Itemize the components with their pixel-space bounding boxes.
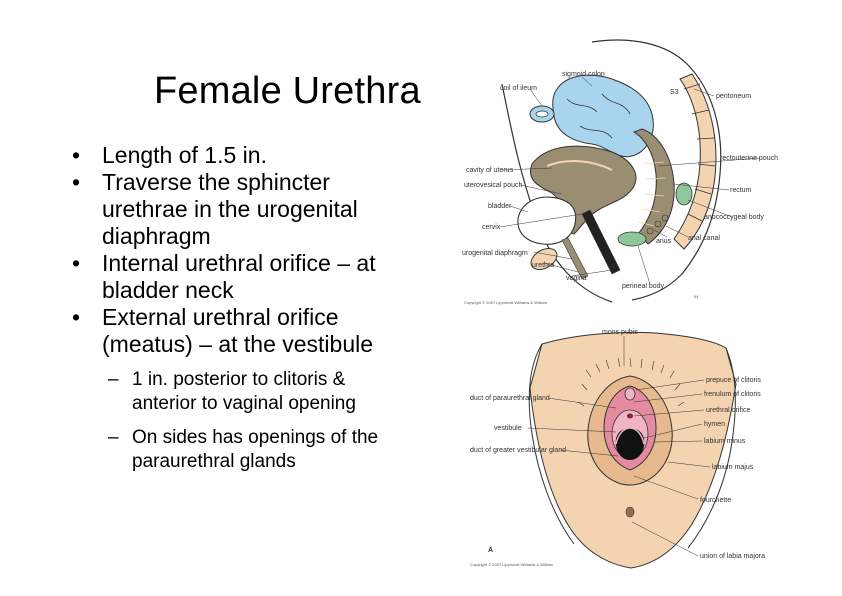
- label-anococcygeal-body: anococcygeal body: [704, 214, 764, 221]
- label-cervix: cervix: [482, 224, 501, 231]
- sub-bullet-text: On sides has openings of the paraurethra…: [132, 427, 379, 472]
- label-anus: anus: [656, 238, 672, 245]
- anus-shape: [625, 506, 635, 518]
- urethra-shape: [561, 237, 589, 280]
- urethral-orifice-shape: [627, 413, 633, 419]
- bullet-marker: •: [72, 169, 81, 195]
- pubic-hair-marks: [577, 357, 685, 407]
- label-vagina: vagina: [566, 275, 587, 282]
- sub-bullet-marker: –: [108, 369, 119, 390]
- label-rectouterine-pouch: rectouterine pouch: [720, 155, 778, 162]
- sacral-segment-lines: [683, 83, 716, 222]
- bullet-text: Internal urethral orifice – at bladder n…: [102, 250, 376, 303]
- uterine-cavity-line: [546, 160, 613, 171]
- label-anal-canal: anal canal: [688, 235, 720, 242]
- label-bladder: bladder: [488, 203, 512, 210]
- bullet-length: • Length of 1.5 in.: [72, 142, 412, 169]
- bullet-marker: •: [72, 250, 81, 276]
- label-peritoneum: peritoneum: [716, 93, 751, 100]
- vagina-shape: [581, 209, 621, 275]
- sigmoid-colon-shape: [552, 74, 654, 158]
- figure-letter: A: [488, 547, 493, 554]
- vaginal-opening-shape: [615, 428, 645, 460]
- label-urethral-orifice: urethral orifice: [706, 407, 750, 414]
- slide-title: Female Urethra: [154, 70, 421, 112]
- sub-bullet-position: –1 in. posterior to clitoris & anterior …: [72, 368, 412, 416]
- sub-bullet-glands: –On sides has openings of the paraurethr…: [72, 426, 412, 474]
- label-fourchette: fourchette: [700, 497, 731, 504]
- green-gland-anterior: [617, 231, 647, 247]
- label-urogenital-diaphragm: urogenital diaphragm: [462, 250, 528, 257]
- figure-number: 54: [694, 294, 699, 299]
- inner-thigh-left: [528, 343, 575, 545]
- vulva-figure: mons pubis prepuce of clitoris frenulum …: [470, 329, 765, 569]
- label-rectum: rectum: [730, 187, 752, 194]
- bullet-marker: •: [72, 142, 81, 168]
- label-urethra: urethra: [532, 262, 554, 269]
- label-s3: S3: [670, 89, 679, 96]
- bullet-list: • Length of 1.5 in. • Traverse the sphinct…: [72, 142, 412, 474]
- leader-lines: [527, 336, 711, 557]
- bullet-marker: •: [72, 304, 81, 330]
- bullet-text: Length of 1.5 in.: [102, 142, 267, 168]
- ileum-lumen: [535, 110, 549, 118]
- bullet-sphincter: • Traverse the sphincter urethrae in the …: [72, 169, 412, 250]
- sub-bullet-marker: –: [108, 427, 119, 448]
- label-labium-minus: labium minus: [704, 438, 746, 445]
- hymen-edge: [615, 427, 645, 445]
- label-sigmoid-colon: sigmoid colon: [562, 71, 605, 78]
- figure-copyright: Copyright © 2007 Lippincott Williams & W…: [464, 300, 547, 305]
- colon-fold-lines: [566, 93, 631, 139]
- bladder-shape: [517, 196, 577, 245]
- label-duct-greater-vestibular: duct of greater vestibular gland: [470, 447, 566, 454]
- anal-sphincter-dot: [654, 220, 662, 228]
- rectum-striations: [637, 161, 667, 227]
- label-union-labia: union of labia majora: [700, 553, 765, 560]
- label-labium-majus: labium majus: [712, 464, 754, 471]
- clitoris-shape: [624, 387, 636, 401]
- bullet-text: Traverse the sphincter urethrae in the u…: [102, 169, 358, 249]
- anal-sphincter-dot: [661, 214, 669, 222]
- figure-copyright: Copyright © 2007 Lippincott Williams & W…: [470, 562, 553, 567]
- label-coil-ileum: coil of ileum: [500, 85, 537, 92]
- label-prepuce-clitoris: prepuce of clitoris: [706, 377, 761, 384]
- pubic-symphysis-shape: [530, 248, 558, 270]
- label-vestibule: vestibule: [494, 425, 522, 432]
- bullet-internal-orifice: • Internal urethral orifice – at bladder …: [72, 250, 412, 304]
- label-mons-pubis: mons pubis: [602, 329, 638, 336]
- label-cavity-uterus: cavity of uterus: [466, 167, 514, 174]
- label-uterovesical-pouch: uterovesical pouch: [464, 182, 522, 189]
- label-perineal-body: perineal body: [622, 283, 665, 290]
- green-gland-posterior: [675, 182, 693, 206]
- anal-sphincter-dot: [646, 227, 654, 235]
- sacrum-shape: [673, 73, 717, 250]
- bullet-external-orifice: • External urethral orifice (meatus) – at…: [72, 304, 412, 358]
- label-duct-paraurethral: duct of paraurethral gland: [470, 395, 550, 402]
- label-frenulum-clitoris: frenulum of clitoris: [704, 391, 761, 398]
- pelvis-sagittal-figure: coil of ileum sigmoid colon S3 peritoneu…: [462, 39, 778, 305]
- sub-bullet-text: 1 in. posterior to clitoris & anterior t…: [132, 369, 356, 414]
- pelvic-wall-outline: [591, 39, 722, 301]
- inner-thigh-right: [687, 347, 736, 549]
- label-hymen: hymen: [704, 421, 725, 428]
- bullet-text: External urethral orifice (meatus) – at …: [102, 304, 374, 357]
- leader-lines: [499, 76, 761, 285]
